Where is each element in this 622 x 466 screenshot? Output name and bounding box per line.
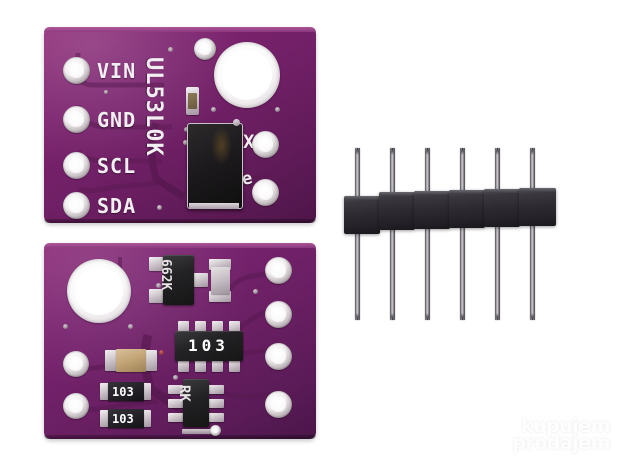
back-via-4 [156, 283, 161, 288]
ldo-pad-2 [149, 289, 165, 303]
ldo-regulator [163, 255, 194, 305]
res1-pad-left [100, 383, 111, 400]
back-pad-right-1 [265, 257, 292, 284]
via-3 [157, 205, 162, 210]
cap-pad-top [209, 259, 231, 270]
rnet-pad-b1 [178, 359, 189, 372]
res2-pad-left [100, 410, 111, 427]
pad-gnd [63, 106, 90, 133]
rk-pad-l1 [168, 385, 185, 394]
level-shifter-ic [183, 379, 209, 427]
silk-label-vin: VIN [97, 59, 137, 83]
tof-sensor-marker [233, 119, 240, 126]
back-via-5 [159, 350, 164, 355]
back-pad-left-1 [63, 351, 89, 377]
via-7 [275, 107, 280, 112]
via-1 [104, 90, 108, 94]
header-block-4 [449, 190, 485, 228]
rnet-pad-t3 [212, 321, 223, 334]
header-pin-3 [425, 148, 430, 320]
smd-connector-core [188, 93, 197, 109]
rnet-pad-t1 [178, 321, 189, 334]
back-via-6 [173, 375, 178, 380]
pcb-back-board: 662K 103 RK 103 103 [44, 243, 316, 439]
level-shifter-ic-label: RK [176, 385, 192, 402]
tof-sensor-ic [187, 123, 243, 209]
smd-capacitor [211, 267, 230, 294]
watermark-line-1: kupujem [521, 414, 610, 437]
header-pin-2 [390, 148, 395, 320]
pcb-back-bottom-edge [44, 435, 316, 439]
header-block-1 [344, 196, 380, 234]
silk-part-number: UL53L0K [141, 57, 166, 157]
resistor-2-label: 103 [112, 412, 134, 426]
pcb-back-top-edge [44, 243, 316, 248]
ldo-pad-3 [192, 273, 208, 287]
rk-pad-r3 [207, 413, 224, 422]
ceramic-cap-pad-left [105, 350, 118, 371]
resistor-network [175, 331, 243, 361]
ceramic-cap-pad-right [144, 350, 157, 371]
rk-pad-r1 [207, 385, 224, 394]
watermark-line-2: prodajem [512, 431, 610, 454]
rnet-pad-t4 [229, 321, 240, 334]
back-mounting-hole-large [67, 259, 131, 323]
header-pin-1 [355, 148, 360, 320]
mounting-hole-large [214, 42, 280, 108]
pad-right-1 [252, 131, 279, 158]
resistor-1-label: 103 [112, 385, 134, 399]
pcb-front-top-edge [44, 27, 316, 32]
tof-sensor-pads [189, 203, 239, 209]
pad-right-2 [252, 179, 279, 206]
silk-label-sda: SDA [97, 194, 137, 218]
res1-pad-right [140, 383, 151, 400]
back-via-2 [128, 324, 133, 329]
rnet-pad-b3 [212, 359, 223, 372]
rk-corner-pad [210, 425, 221, 436]
cap-pad-bottom [209, 291, 231, 302]
back-via-1 [63, 324, 68, 329]
pcb-front-board: VIN GND SCL SDA UL53L0K X e [44, 27, 316, 223]
rk-bottom-strip [182, 429, 212, 434]
back-pad-right-3 [265, 343, 292, 370]
header-pin-4 [460, 148, 465, 320]
rk-pad-l2 [168, 399, 185, 408]
resistor-2 [108, 409, 144, 428]
pad-scl [63, 152, 90, 179]
back-pad-right-4 [265, 391, 292, 418]
mounting-hole-small [194, 38, 216, 60]
resistor-network-label: 103 [188, 336, 229, 355]
back-pad-left-2 [63, 393, 89, 419]
rnet-pad-b2 [195, 359, 206, 372]
silk-label-gnd: GND [97, 108, 137, 132]
rk-pad-l3 [168, 413, 185, 422]
pin-header-strip [344, 148, 568, 320]
ldo-regulator-label: 662K [158, 259, 173, 291]
silk-mark-x: X [243, 131, 256, 153]
site-watermark: kupujem prodajem [512, 414, 610, 454]
header-block-6 [519, 188, 556, 226]
rk-pad-r2 [207, 399, 224, 408]
back-via-3 [253, 289, 258, 294]
header-block-3 [414, 191, 450, 229]
res2-pad-right [140, 410, 151, 427]
header-pin-5 [495, 148, 500, 320]
pad-sda [63, 192, 90, 219]
silk-label-scl: SCL [97, 154, 137, 178]
via-2 [168, 47, 173, 52]
header-block-2 [379, 192, 415, 230]
via-5 [184, 127, 189, 132]
ldo-pad-1 [149, 257, 165, 271]
back-pad-right-2 [265, 301, 292, 328]
pad-vin [63, 57, 90, 84]
header-pin-6 [530, 148, 535, 320]
ceramic-capacitor [116, 349, 146, 372]
via-4 [211, 107, 216, 112]
resistor-1 [108, 382, 144, 401]
header-block-5 [484, 189, 520, 227]
rnet-pad-t2 [195, 321, 206, 334]
pcb-front-bottom-edge [44, 219, 316, 223]
rnet-pad-b4 [229, 359, 240, 372]
via-6 [183, 140, 188, 145]
